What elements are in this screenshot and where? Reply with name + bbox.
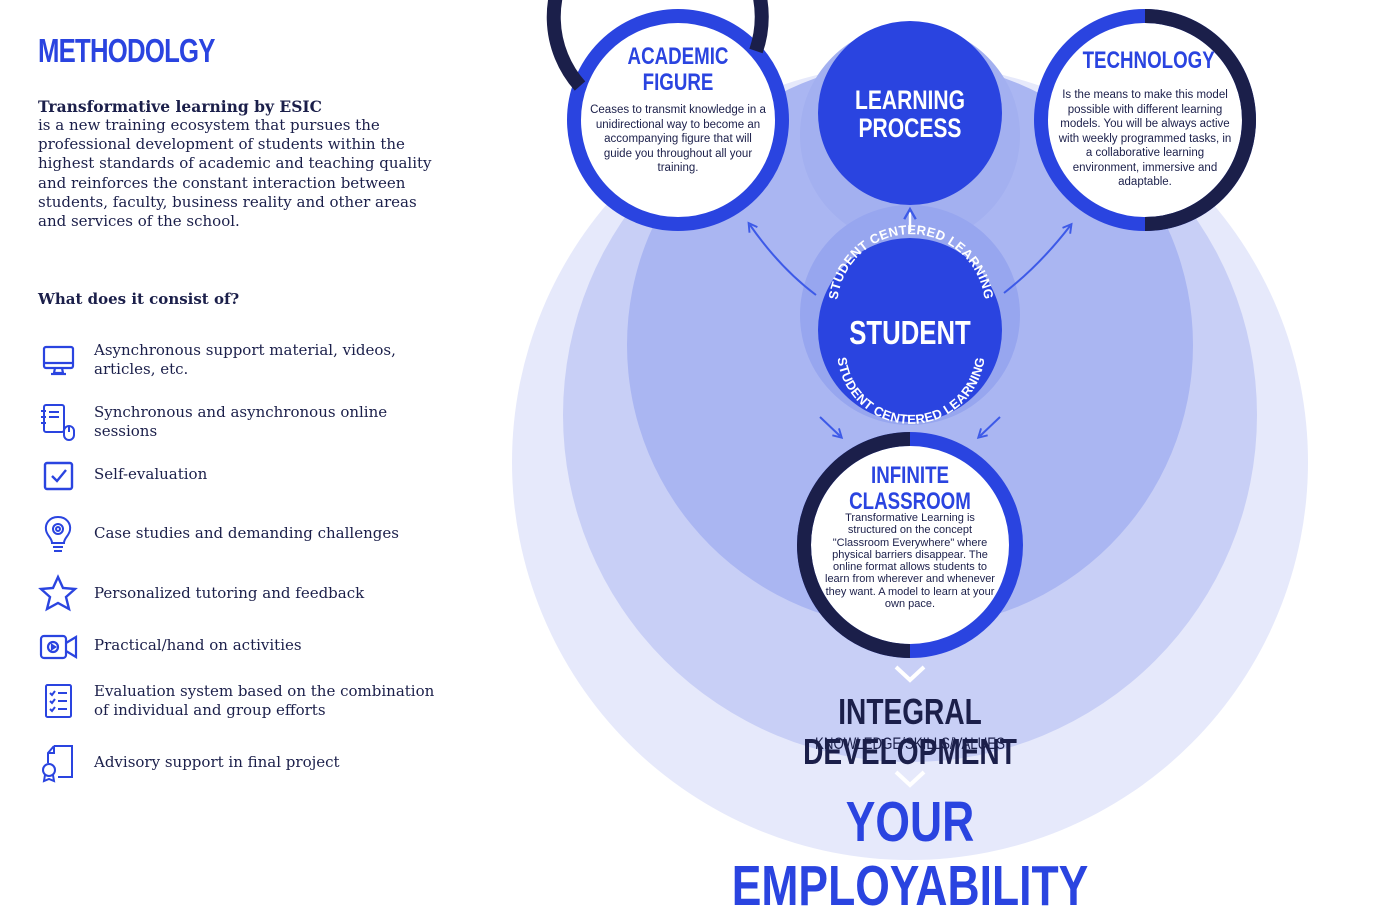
intro-body: is a new training ecosystem that pursues… [38,116,432,231]
checklist-icon [38,681,82,721]
page-title: METHODOLGY [38,32,215,69]
technology-title: TECHNOLOGY [1082,47,1215,74]
feature-label: Personalized tutoring and feedback [94,584,365,603]
feature-label: Case studies and demanding challenges [94,524,399,543]
certificate-icon [38,743,82,783]
arrow-to-technology [1003,222,1073,294]
feature-item: Advisory support in final project [38,743,444,783]
integral-title: INTEGRAL DEVELOPMENT [803,691,1017,772]
consist-title: What does it consist of? [38,290,240,308]
arrow-to-academic [747,221,817,296]
academic-ring-dark [546,0,769,91]
feature-label: Practical/hand on activities [94,636,302,655]
methodology-diagram: STUDENT CENTERED LEARNING STUDENT CENTER… [512,0,1308,860]
arrow-to-classroom-left [819,416,844,439]
chevron-down-icon [894,665,926,683]
technology-ring-dark [1144,9,1256,231]
learning-process-circle [818,21,1002,205]
feature-item: Practical/hand on activities [38,626,444,666]
chevron-down-icon [894,770,926,788]
monitor-icon [38,340,82,380]
feature-item: Asynchronous support material, videos, a… [38,340,444,380]
video-camera-icon [38,626,82,666]
student-circle [818,238,1002,422]
feature-label: Synchronous and asynchronous online sess… [94,402,388,440]
integral-subtitle: KNOWLEDGE/SKILLS/VALUES [815,734,1005,753]
classroom-body: Transformative Learning is structured on… [825,512,995,611]
classroom-ring-dark [797,432,911,658]
intro-title: Transformative learning by ESIC [38,97,322,116]
feature-item: Case studies and demanding challenges [38,514,444,554]
employability-title: YOUR EMPLOYABILITY [731,790,1089,918]
feature-item: Personalized tutoring and feedback [38,574,444,614]
academic-body: Ceases to transmit knowledge in a unidir… [590,104,766,174]
feature-item: Synchronous and asynchronous online sess… [38,402,444,442]
academic-figure-circle [567,9,789,231]
star-icon [38,574,82,614]
technology-body: Is the means to make this model possible… [1058,89,1232,188]
notebook-mouse-icon [38,402,82,442]
student-title: STUDENT [849,314,971,351]
feature-item: Self-evaluation [38,455,444,495]
arrow-to-classroom-right [976,416,1001,439]
feature-label: Evaluation system based on the combinati… [94,681,435,719]
feature-label: Advisory support in final project [94,753,340,772]
checkbox-icon [38,455,82,495]
feature-item: Evaluation system based on the combinati… [38,681,444,721]
feature-label: Asynchronous support material, videos, a… [94,340,396,378]
lightbulb-gear-icon [38,514,82,554]
feature-label: Self-evaluation [94,465,208,484]
